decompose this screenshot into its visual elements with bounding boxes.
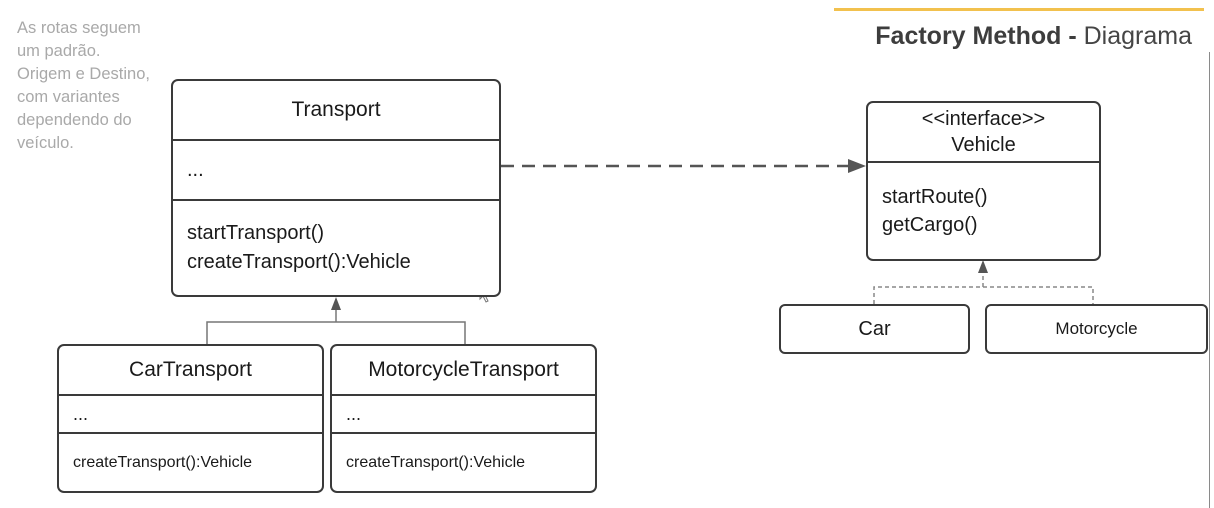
vehicle-interface-name: Vehicle [951,134,1016,156]
page-title: Factory Method - Diagrama [875,22,1192,51]
motorcycle-transport-class-fields: ... [332,394,595,432]
transport-class-name: Transport [291,98,381,121]
motorcycle-transport-class-methods: createTransport():Vehicle [332,432,595,491]
inheritance-arrowhead [331,297,341,310]
title-accent-rule [834,8,1204,11]
inheritance-branch-line [206,321,466,344]
car-transport-class-methods: createTransport():Vehicle [59,432,322,491]
page-title-bold: Factory Method - [875,22,1077,50]
vehicle-interface-header: <<interface>> Vehicle [868,103,1099,161]
realization-arrowhead [978,260,988,273]
vehicle-interface: <<interface>> Vehicle startRoute() getCa… [866,101,1101,261]
realization-branch-line [873,286,1094,304]
motorcycle-class: Motorcycle [985,304,1208,354]
vehicle-interface-methods: startRoute() getCargo() [868,161,1099,259]
motorcycle-transport-method-create: createTransport():Vehicle [346,453,526,471]
slide-edge-line [1209,52,1210,508]
transport-class-methods: startTransport() createTransport():Vehic… [173,199,499,295]
transport-method-start: startTransport() [187,222,325,244]
car-transport-class-fields: ... [59,394,322,432]
dependency-arrowhead [848,159,866,173]
vehicle-stereotype: <<interface>> [921,108,1046,130]
transport-class-fields: ... [173,139,499,199]
vehicle-method-get-cargo: getCargo() [882,214,978,236]
route-note: As rotas seguem um padrão. Origem e Dest… [17,19,150,152]
vehicle-method-start-route: startRoute() [882,186,988,208]
car-transport-method-create: createTransport():Vehicle [73,453,253,471]
transport-method-create: createTransport():Vehicle [187,251,411,273]
car-class: Car [779,304,970,354]
transport-class: Transport ... startTransport() createTra… [171,79,501,297]
car-transport-class: CarTransport ... createTransport():Vehic… [57,344,324,493]
motorcycle-transport-class: MotorcycleTransport ... createTransport(… [330,344,597,493]
car-transport-class-name: CarTransport [129,358,252,381]
motorcycle-transport-class-name: MotorcycleTransport [368,358,559,381]
page-title-sub: Diagrama [1083,22,1192,50]
